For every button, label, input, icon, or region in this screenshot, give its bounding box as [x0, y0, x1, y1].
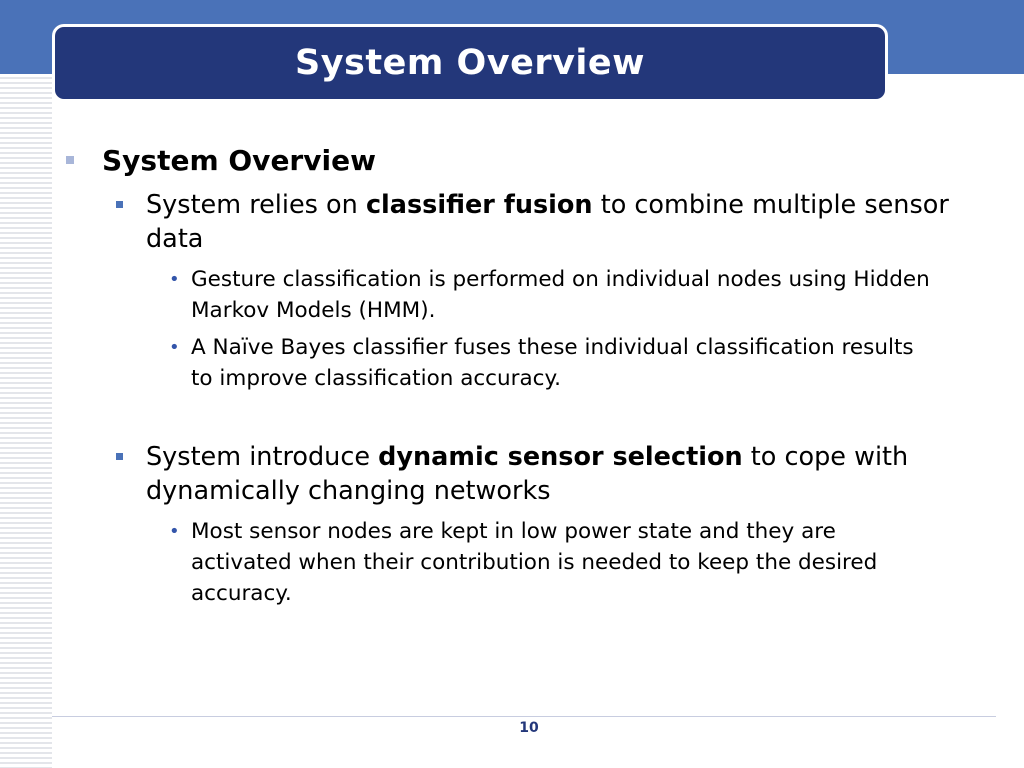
square-bullet-icon: [66, 156, 74, 164]
slide-content: System Overview System relies on classif…: [62, 142, 962, 609]
bullet-text: A Naïve Bayes classifier fuses these ind…: [191, 335, 914, 391]
bullet-text: System introduce: [146, 442, 379, 472]
dot-bullet-icon: •: [169, 337, 180, 358]
bullet-emphasis: dynamic sensor selection: [378, 442, 743, 472]
title-bar: System Overview: [52, 24, 888, 102]
page-number: 10: [519, 720, 539, 736]
level3-bullet: • A Naïve Bayes classifier fuses these i…: [169, 332, 941, 394]
dot-bullet-icon: •: [169, 269, 180, 290]
section-heading: System Overview: [102, 144, 376, 177]
level2-bullet: System introduce dynamic sensor selectio…: [116, 440, 962, 508]
level1-bullet: System Overview: [62, 142, 962, 180]
level3-bullet: • Gesture classification is performed on…: [169, 264, 941, 326]
bullet-emphasis: classifier fusion: [365, 190, 593, 220]
bullet-text: System relies on: [146, 190, 366, 220]
bullet-text: to combine multiple sensor data: [146, 190, 949, 254]
square-bullet-icon: [116, 201, 123, 208]
bullet-text: to cope with dynamically changing networ…: [146, 442, 909, 506]
left-stripe-decoration: [0, 74, 52, 768]
bullet-text: Gesture classification is performed on i…: [191, 267, 930, 323]
square-bullet-icon: [116, 453, 123, 460]
footer-divider: [52, 716, 996, 717]
dot-bullet-icon: •: [169, 521, 180, 542]
level3-bullet: • Most sensor nodes are kept in low powe…: [169, 516, 941, 609]
slide-title: System Overview: [295, 43, 645, 83]
bullet-text: Most sensor nodes are kept in low power …: [191, 519, 878, 606]
level2-bullet: System relies on classifier fusion to co…: [116, 188, 962, 256]
